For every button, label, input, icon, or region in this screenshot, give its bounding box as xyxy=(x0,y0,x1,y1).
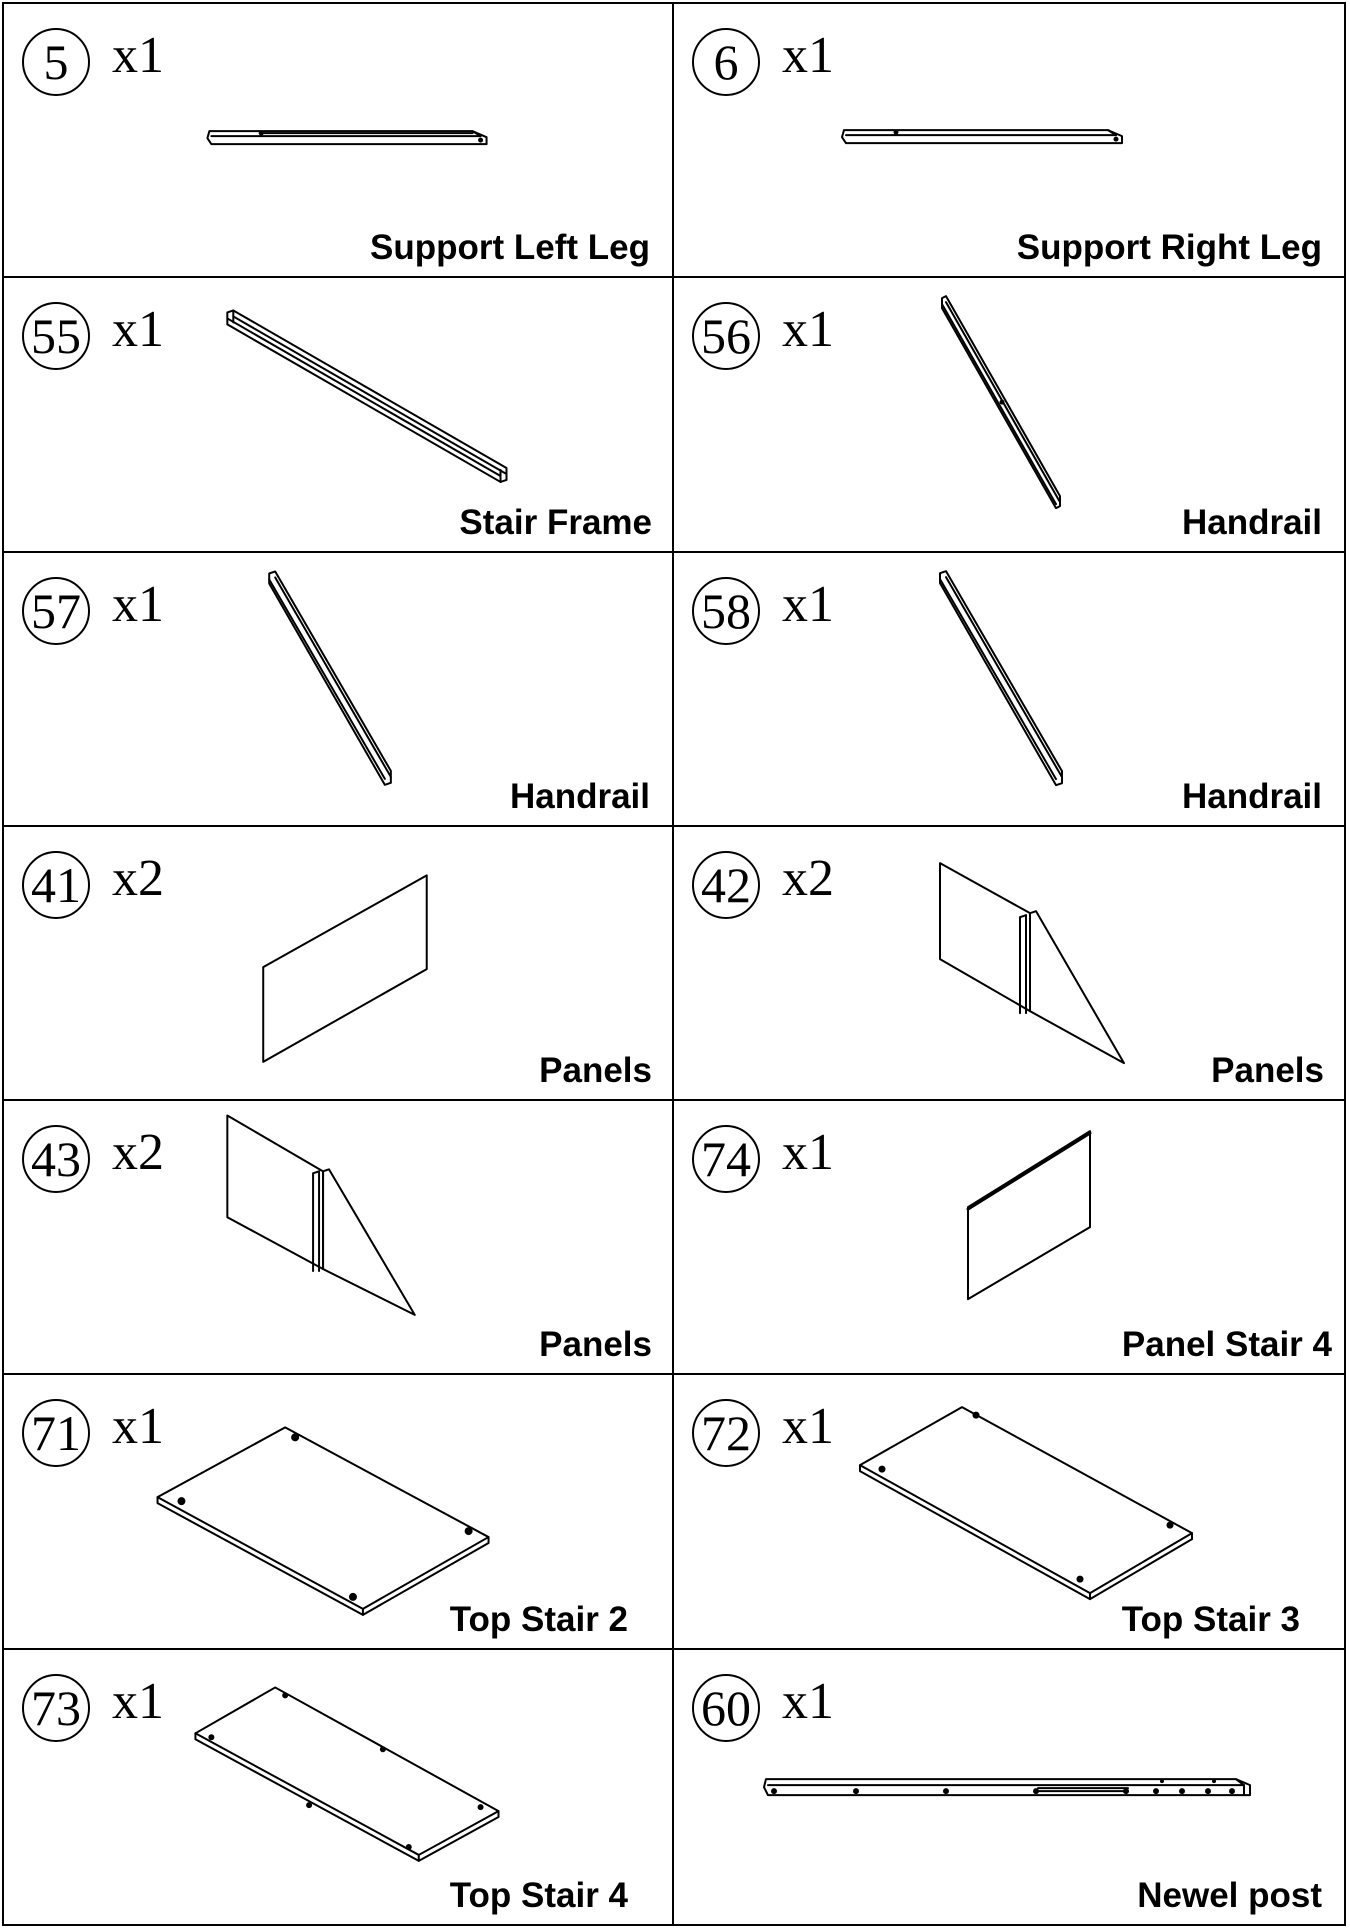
panel-drawing xyxy=(939,861,1125,1064)
handrail-drawing xyxy=(939,569,1063,786)
part-quantity: x1 xyxy=(112,27,164,84)
part-cell-60: 60 x1 Newel post xyxy=(674,1650,1344,1924)
part-number-badge: 60 xyxy=(692,1673,760,1742)
part-number-badge: 73 xyxy=(22,1673,90,1742)
part-number-badge: 55 xyxy=(22,302,90,371)
top-stair-drawing xyxy=(194,1686,500,1862)
part-quantity: x1 xyxy=(112,575,164,633)
panel-drawing xyxy=(262,874,428,1063)
part-cell-41: 41 x2 Panels xyxy=(4,826,674,1102)
part-quantity: x2 xyxy=(112,849,164,907)
part-label: Panels xyxy=(1211,1051,1324,1091)
part-label: Newel post xyxy=(1137,1875,1322,1915)
support-right-leg-drawing xyxy=(841,129,1123,145)
part-quantity: x1 xyxy=(112,1672,164,1730)
part-number-badge: 6 xyxy=(692,28,760,96)
part-label: Panels xyxy=(539,1325,652,1365)
part-quantity: x1 xyxy=(782,301,834,359)
part-cell-74: 74 x1 Panel Stair 4 xyxy=(674,1101,1344,1376)
part-cell-43: 43 x2 Panels xyxy=(4,1101,674,1376)
part-label: Panels xyxy=(539,1051,652,1091)
part-cell-57: 57 x1 Handrail xyxy=(4,552,674,827)
part-quantity: x1 xyxy=(782,27,834,84)
part-number-badge: 56 xyxy=(692,302,760,371)
part-quantity: x1 xyxy=(782,575,834,633)
handrail-drawing xyxy=(268,570,392,786)
part-cell-6: 6 x1 Support Right Leg xyxy=(674,4,1344,279)
part-number-badge: 41 xyxy=(22,850,90,919)
part-label: Stair Frame xyxy=(459,502,652,542)
part-cell-72: 72 x1 Top Stair 3 xyxy=(674,1375,1344,1650)
part-cell-55: 55 x1 Stair Frame xyxy=(4,278,674,553)
part-cell-73: 73 x1 Top Stair 4 xyxy=(4,1649,674,1924)
part-number-badge: 74 xyxy=(692,1125,760,1194)
part-quantity: x1 xyxy=(782,1124,834,1182)
part-label: Support Left Leg xyxy=(370,228,650,268)
part-label: Top Stair 3 xyxy=(1121,1599,1300,1639)
panel-drawing xyxy=(966,1130,1092,1301)
part-label: Handrail xyxy=(1181,502,1322,542)
part-label: Panel Stair 4 xyxy=(1121,1325,1332,1365)
support-left-leg-drawing xyxy=(206,130,488,146)
part-cell-56: 56 x1 Handrail xyxy=(674,278,1344,553)
newel-post-drawing xyxy=(763,1777,1251,1796)
part-number-badge: 71 xyxy=(22,1399,90,1468)
top-stair-drawing xyxy=(156,1426,490,1617)
part-number-badge: 5 xyxy=(22,28,90,96)
part-label: Handrail xyxy=(509,776,650,816)
panel-drawing xyxy=(226,1114,416,1317)
part-number-badge: 42 xyxy=(692,850,760,919)
part-quantity: x1 xyxy=(112,1398,164,1456)
part-label: Top Stair 4 xyxy=(449,1875,628,1915)
part-number-badge: 72 xyxy=(692,1399,760,1468)
handrail-drawing xyxy=(941,295,1061,510)
part-label: Support Right Leg xyxy=(1016,228,1322,268)
part-label: Top Stair 2 xyxy=(449,1599,628,1639)
part-cell-71: 71 x1 Top Stair 2 xyxy=(4,1375,674,1650)
part-quantity: x1 xyxy=(112,301,164,359)
part-cell-5: 5 x1 Support Left Leg xyxy=(4,4,674,279)
part-quantity: x1 xyxy=(782,1398,834,1456)
part-label: Handrail xyxy=(1181,776,1322,816)
part-number-badge: 43 xyxy=(22,1125,90,1194)
part-number-badge: 58 xyxy=(692,576,760,645)
stair-frame-drawing xyxy=(226,309,508,484)
part-quantity: x2 xyxy=(782,849,834,907)
part-cell-58: 58 x1 Handrail xyxy=(674,553,1344,827)
part-quantity: x2 xyxy=(112,1124,164,1182)
part-cell-42: 42 x2 Panels xyxy=(674,827,1344,1102)
part-quantity: x1 xyxy=(782,1672,834,1730)
part-number-badge: 57 xyxy=(22,576,90,645)
top-stair-drawing xyxy=(859,1406,1193,1601)
